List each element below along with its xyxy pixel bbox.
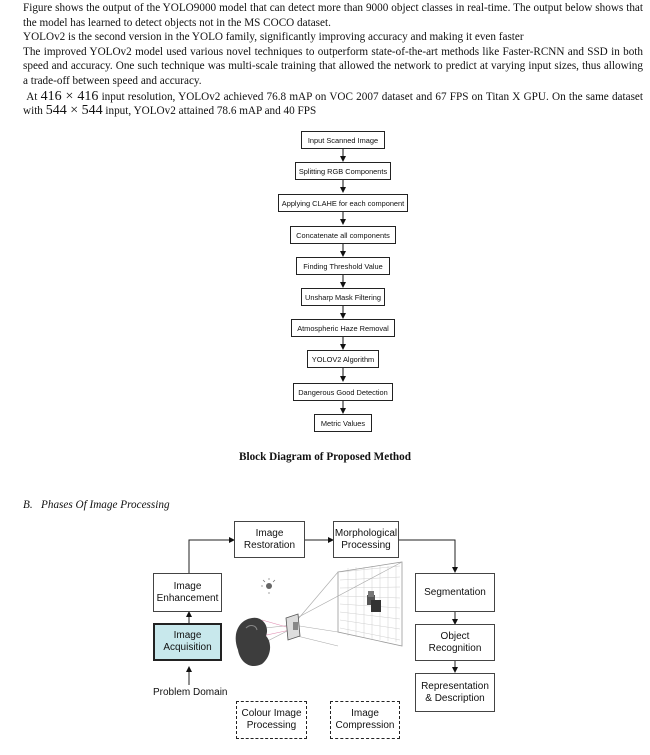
phase-image-enhancement: Image Enhancement: [153, 573, 222, 612]
phase-problem-domain: Problem Domain: [153, 687, 228, 698]
paragraph-yolov2-intro: YOLOv2 is the second version in the YOLO…: [23, 31, 524, 44]
flow-step-unsharp-mask: Unsharp Mask Filtering: [301, 288, 385, 306]
paragraph-yolov2-techniques: The improved YOLOv2 model used various n…: [23, 45, 643, 87]
paragraph-yolo9000: Figure shows the output of the YOLO9000 …: [23, 2, 643, 29]
flowchart-caption: Block Diagram of Proposed Method: [239, 451, 411, 463]
flow-step-haze-removal: Atmospheric Haze Removal: [291, 319, 395, 337]
math-544: 544 × 544: [45, 103, 103, 119]
flow-step-yolov2: YOLOV2 Algorithm: [307, 350, 379, 368]
math-416: 416 × 416: [40, 88, 99, 104]
phase-segmentation: Segmentation: [415, 573, 495, 612]
phase-colour-image-processing: Colour Image Processing: [236, 701, 307, 739]
flow-step-input-scanned-image: Input Scanned Image: [301, 131, 385, 149]
body-text: Figure shows the output of the YOLO9000 …: [23, 1, 643, 119]
paragraph-yolov2-results: At 416 × 416 input resolution, YOLOv2 ac…: [23, 88, 644, 119]
phase-image-restoration: Image Restoration: [234, 521, 305, 558]
phase-image-acquisition: Image Acquisition: [153, 623, 222, 661]
flow-step-applying-clahe: Applying CLAHE for each component: [278, 194, 408, 212]
phases-arrows: [186, 537, 458, 685]
phase-representation-description: Representation & Description: [415, 673, 495, 712]
section-heading: B. Phases Of Image Processing: [23, 499, 170, 511]
flow-step-dangerous-good-detection: Dangerous Good Detection: [293, 383, 393, 401]
flow-step-concatenate: Concatenate all components: [290, 226, 396, 244]
imaging-scene-illustration: [235, 561, 403, 667]
flow-step-finding-threshold: Finding Threshold Value: [296, 257, 390, 275]
phase-object-recognition: Object Recognition: [415, 624, 495, 661]
phase-morphological-processing: Morphological Processing: [333, 521, 399, 558]
flow-step-metric-values: Metric Values: [314, 414, 372, 432]
flow-step-splitting-rgb: Splitting RGB Components: [295, 162, 391, 180]
phase-image-compression: Image Compression: [330, 701, 400, 739]
